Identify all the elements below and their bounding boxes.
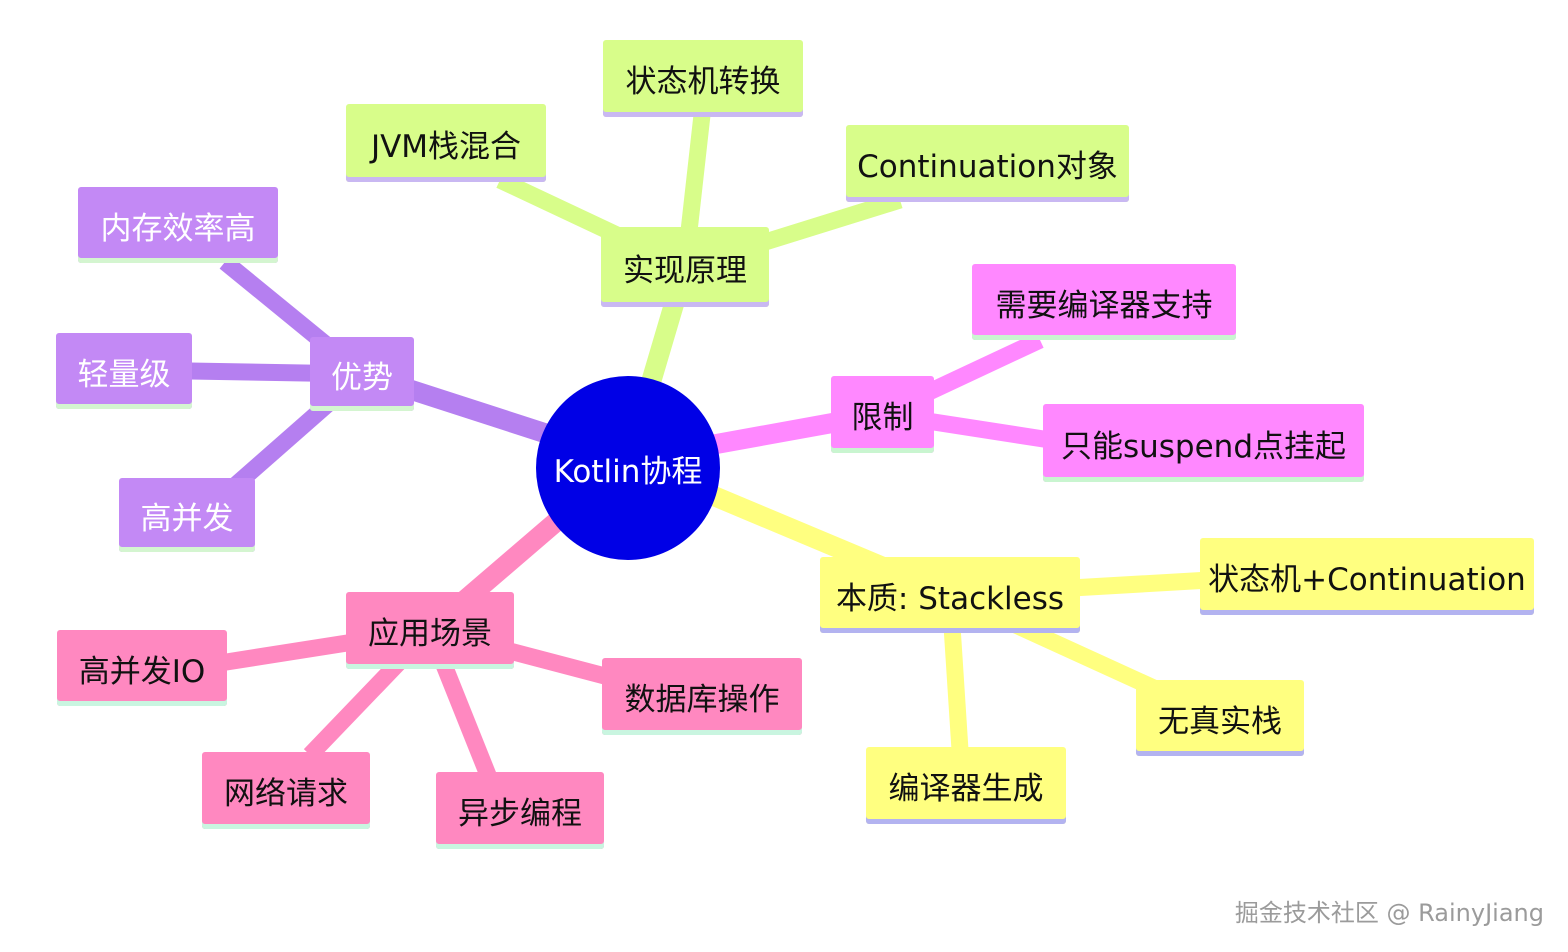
node-high-concurrency[interactable]: 高并发 [119, 478, 255, 552]
node-essence-stackless[interactable]: 本质: Stackless [820, 557, 1080, 633]
node-suspend-points[interactable]: 只能suspend点挂起 [1043, 404, 1364, 482]
node-limits[interactable]: 限制 [831, 376, 934, 453]
node-no-real-stack[interactable]: 无真实栈 [1136, 680, 1304, 756]
node-state-machine-continuation[interactable]: 状态机+Continuation [1200, 538, 1534, 615]
node-continuation-object[interactable]: Continuation对象 [846, 125, 1129, 202]
node-network-requests[interactable]: 网络请求 [202, 752, 370, 829]
node-jvm-stack-mix[interactable]: JVM栈混合 [346, 104, 546, 182]
node-advantages[interactable]: 优势 [310, 337, 414, 411]
node-compiler-generated[interactable]: 编译器生成 [866, 747, 1066, 824]
node-lightweight[interactable]: 轻量级 [56, 333, 192, 409]
root-node[interactable]: Kotlin协程 [536, 376, 720, 560]
root-label: Kotlin协程 [553, 453, 703, 490]
node-database-operations[interactable]: 数据库操作 [602, 658, 802, 735]
node-compiler-support[interactable]: 需要编译器支持 [972, 264, 1236, 340]
watermark: 掘金技术社区 @ RainyJiang [1234, 899, 1544, 927]
node-high-concurrency-io[interactable]: 高并发IO [57, 630, 227, 706]
node-usage-scenarios[interactable]: 应用场景 [346, 592, 514, 669]
node-implementation[interactable]: 实现原理 [601, 227, 769, 307]
node-state-machine-transform[interactable]: 状态机转换 [603, 40, 803, 117]
node-memory-efficiency[interactable]: 内存效率高 [78, 187, 278, 263]
node-async-programming[interactable]: 异步编程 [436, 772, 604, 849]
